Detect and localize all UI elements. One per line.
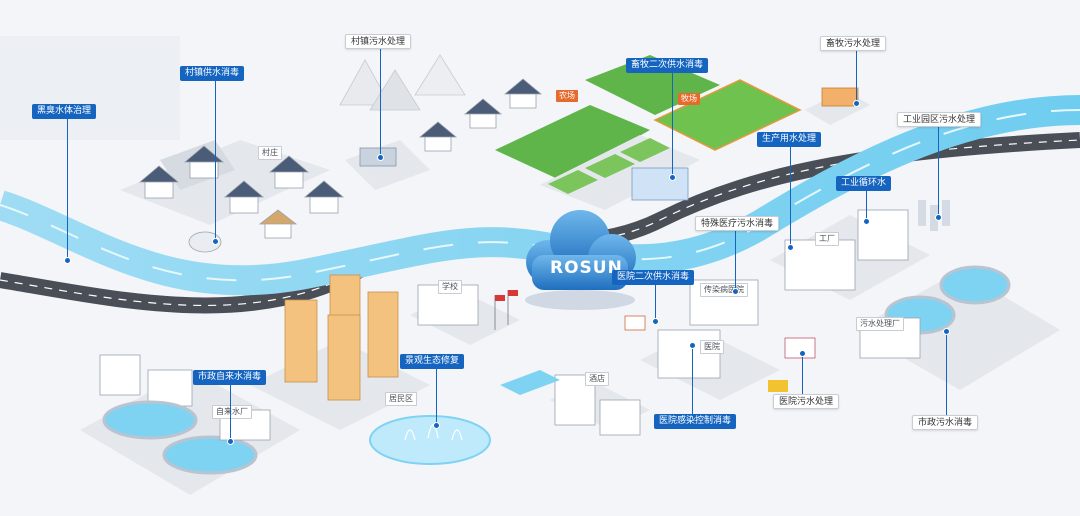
pin-line bbox=[436, 368, 437, 424]
waterworks-sign: 自来水厂 bbox=[212, 405, 252, 419]
road-centerline bbox=[0, 139, 1080, 307]
pin-line bbox=[946, 330, 947, 416]
pin-dot bbox=[787, 244, 794, 251]
label-hospital-sewage[interactable]: 医院污水处理 bbox=[773, 394, 840, 409]
special-hospital-sign: 传染病医院 bbox=[700, 283, 748, 297]
label-black-odorous-water[interactable]: 黑臭水体治理 bbox=[32, 104, 97, 119]
label-special-medical-sewage[interactable]: 特殊医疗污水消毒 bbox=[695, 216, 780, 231]
label-hospital-infection-control[interactable]: 医院感染控制消毒 bbox=[654, 414, 737, 429]
pin-dot bbox=[433, 422, 440, 429]
farm-sign: 农场 bbox=[556, 90, 578, 102]
hotel-sign: 酒店 bbox=[585, 372, 609, 386]
label-livestock-sewage[interactable]: 畜牧污水处理 bbox=[820, 36, 887, 51]
pin-line bbox=[67, 118, 68, 258]
label-village-sewage[interactable]: 村镇污水处理 bbox=[345, 34, 412, 49]
factory-complex bbox=[770, 200, 950, 300]
village-area bbox=[120, 140, 345, 253]
label-village-water-supply[interactable]: 村镇供水消毒 bbox=[180, 66, 245, 81]
mountain-area bbox=[339, 54, 543, 190]
pin-line bbox=[790, 146, 791, 246]
sewage-plant bbox=[855, 265, 1060, 390]
factory-sign: 工厂 bbox=[815, 232, 839, 246]
ranch-sign: 牧场 bbox=[678, 93, 700, 105]
label-landscape-restoration[interactable]: 景观生态修复 bbox=[400, 354, 465, 369]
pin-line bbox=[735, 230, 736, 290]
pin-dot bbox=[853, 100, 860, 107]
pin-line bbox=[655, 284, 656, 320]
pin-dot bbox=[377, 154, 384, 161]
label-livestock-secondary-supply[interactable]: 畜牧二次供水消毒 bbox=[626, 58, 709, 73]
background-panel bbox=[0, 36, 180, 140]
pin-dot bbox=[863, 218, 870, 225]
school-building bbox=[410, 284, 520, 345]
pin-line bbox=[230, 384, 231, 440]
pin-dot bbox=[935, 214, 942, 221]
pin-line bbox=[692, 344, 693, 416]
pin-line bbox=[802, 352, 803, 396]
hospital-sign: 医院 bbox=[700, 340, 724, 354]
pin-dot bbox=[212, 238, 219, 245]
water-treatment-plant bbox=[80, 354, 300, 495]
label-municipal-tap-water[interactable]: 市政自来水消毒 bbox=[193, 370, 267, 385]
rosun-logo: ROSUN bbox=[550, 258, 623, 278]
pin-dot bbox=[652, 318, 659, 325]
pin-dot bbox=[732, 288, 739, 295]
school-sign: 学校 bbox=[438, 280, 462, 294]
hotel-building bbox=[500, 370, 650, 436]
pin-line bbox=[380, 48, 381, 156]
sewage-plant-sign: 污水处理厂 bbox=[856, 317, 904, 331]
label-hospital-secondary-supply[interactable]: 医院二次供水消毒 bbox=[612, 270, 695, 285]
pin-line bbox=[672, 72, 673, 176]
pin-dot bbox=[799, 350, 806, 357]
village-sign: 村庄 bbox=[258, 146, 282, 160]
pin-dot bbox=[64, 257, 71, 264]
label-industrial-park-sewage[interactable]: 工业园区污水处理 bbox=[897, 112, 982, 127]
residential-sign: 居民区 bbox=[385, 392, 417, 406]
pin-line bbox=[215, 80, 216, 240]
label-production-water[interactable]: 生产用水处理 bbox=[757, 132, 822, 147]
pin-dot bbox=[227, 438, 234, 445]
landscape-pond bbox=[369, 415, 491, 465]
pin-line bbox=[866, 190, 867, 220]
pin-line bbox=[856, 50, 857, 102]
residential-towers bbox=[250, 274, 430, 430]
rosun-cloud bbox=[525, 210, 636, 310]
label-industrial-circulating-water[interactable]: 工业循环水 bbox=[836, 176, 892, 191]
house bbox=[138, 145, 345, 239]
pin-line bbox=[938, 126, 939, 216]
pin-dot bbox=[689, 342, 696, 349]
pin-dot bbox=[943, 328, 950, 335]
livestock-sewage-building bbox=[805, 87, 870, 125]
label-municipal-sewage[interactable]: 市政污水消毒 bbox=[912, 415, 979, 430]
water-tank bbox=[188, 231, 222, 253]
pin-dot bbox=[669, 174, 676, 181]
